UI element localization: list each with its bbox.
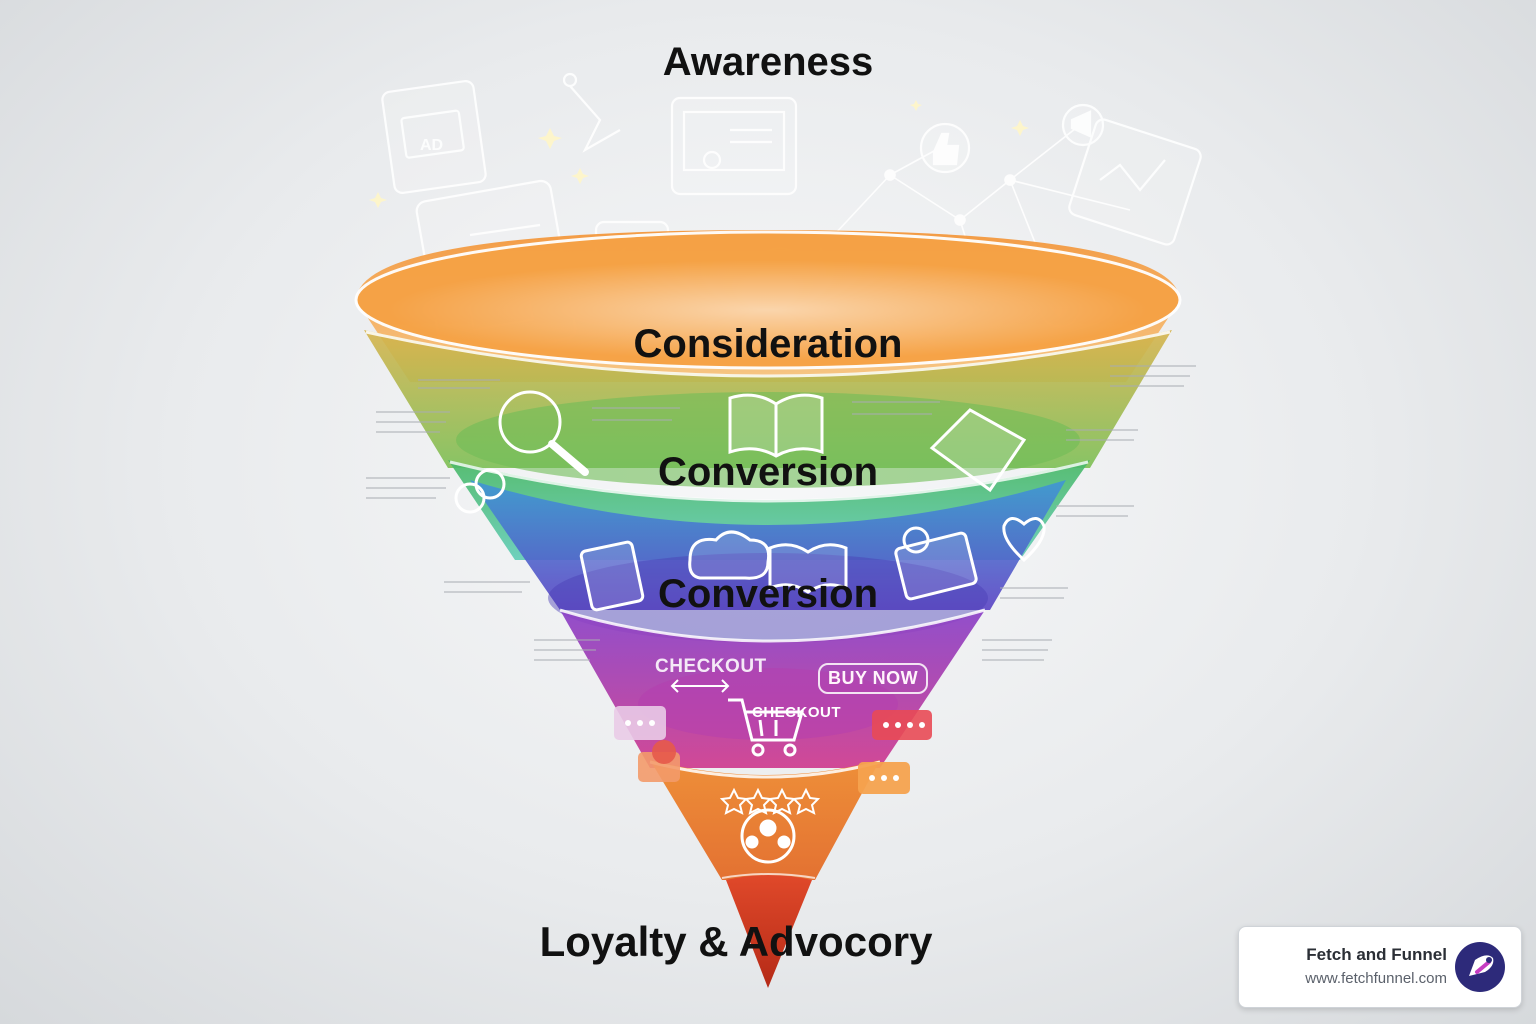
funnel-icons (454, 390, 1046, 864)
funnel-band-loyalty (650, 760, 880, 880)
brand-url[interactable]: www.fetchfunnel.com (1305, 970, 1447, 987)
book-tablet-icon (929, 408, 1027, 493)
faint-text-lines (366, 365, 1196, 661)
chart-tablet-icon (1068, 118, 1202, 246)
buy-now-tag: BUY NOW (818, 663, 929, 694)
brand-logo-icon (1455, 942, 1505, 992)
profile-card-icon (894, 526, 978, 601)
community-icon (740, 808, 796, 864)
open-book-icon-2 (768, 543, 848, 594)
brand-card[interactable]: Fetch and Funnel www.fetchfunnel.com (1238, 926, 1522, 1008)
heart-icon (1002, 517, 1046, 563)
shopping-cart-icon (728, 698, 804, 757)
chat-bubble-icon (614, 706, 932, 794)
svg-text:AD: AD (420, 137, 443, 154)
funnel-band-conversion-blue (470, 480, 1066, 610)
ad-tablet-icon: AD (381, 80, 487, 194)
cart-checkout-tag: CHECKOUT (752, 704, 841, 721)
funnel (354, 230, 1182, 988)
laptop-icon (670, 96, 798, 196)
funnel-tip (726, 875, 812, 988)
open-book-icon (728, 393, 824, 458)
checkout-tag: CHECKOUT (655, 656, 767, 677)
magnifier-icon (498, 390, 589, 476)
star-rating-icon (719, 787, 821, 815)
cursor-arrow-icon (562, 72, 621, 153)
thumbs-up-icon (919, 122, 971, 174)
chat-cloud-icon (688, 530, 771, 580)
document-card-icon (579, 540, 645, 612)
arrows-icon (670, 679, 730, 693)
chain-link-icon (454, 468, 506, 514)
brand-name: Fetch and Funnel (1306, 945, 1447, 964)
